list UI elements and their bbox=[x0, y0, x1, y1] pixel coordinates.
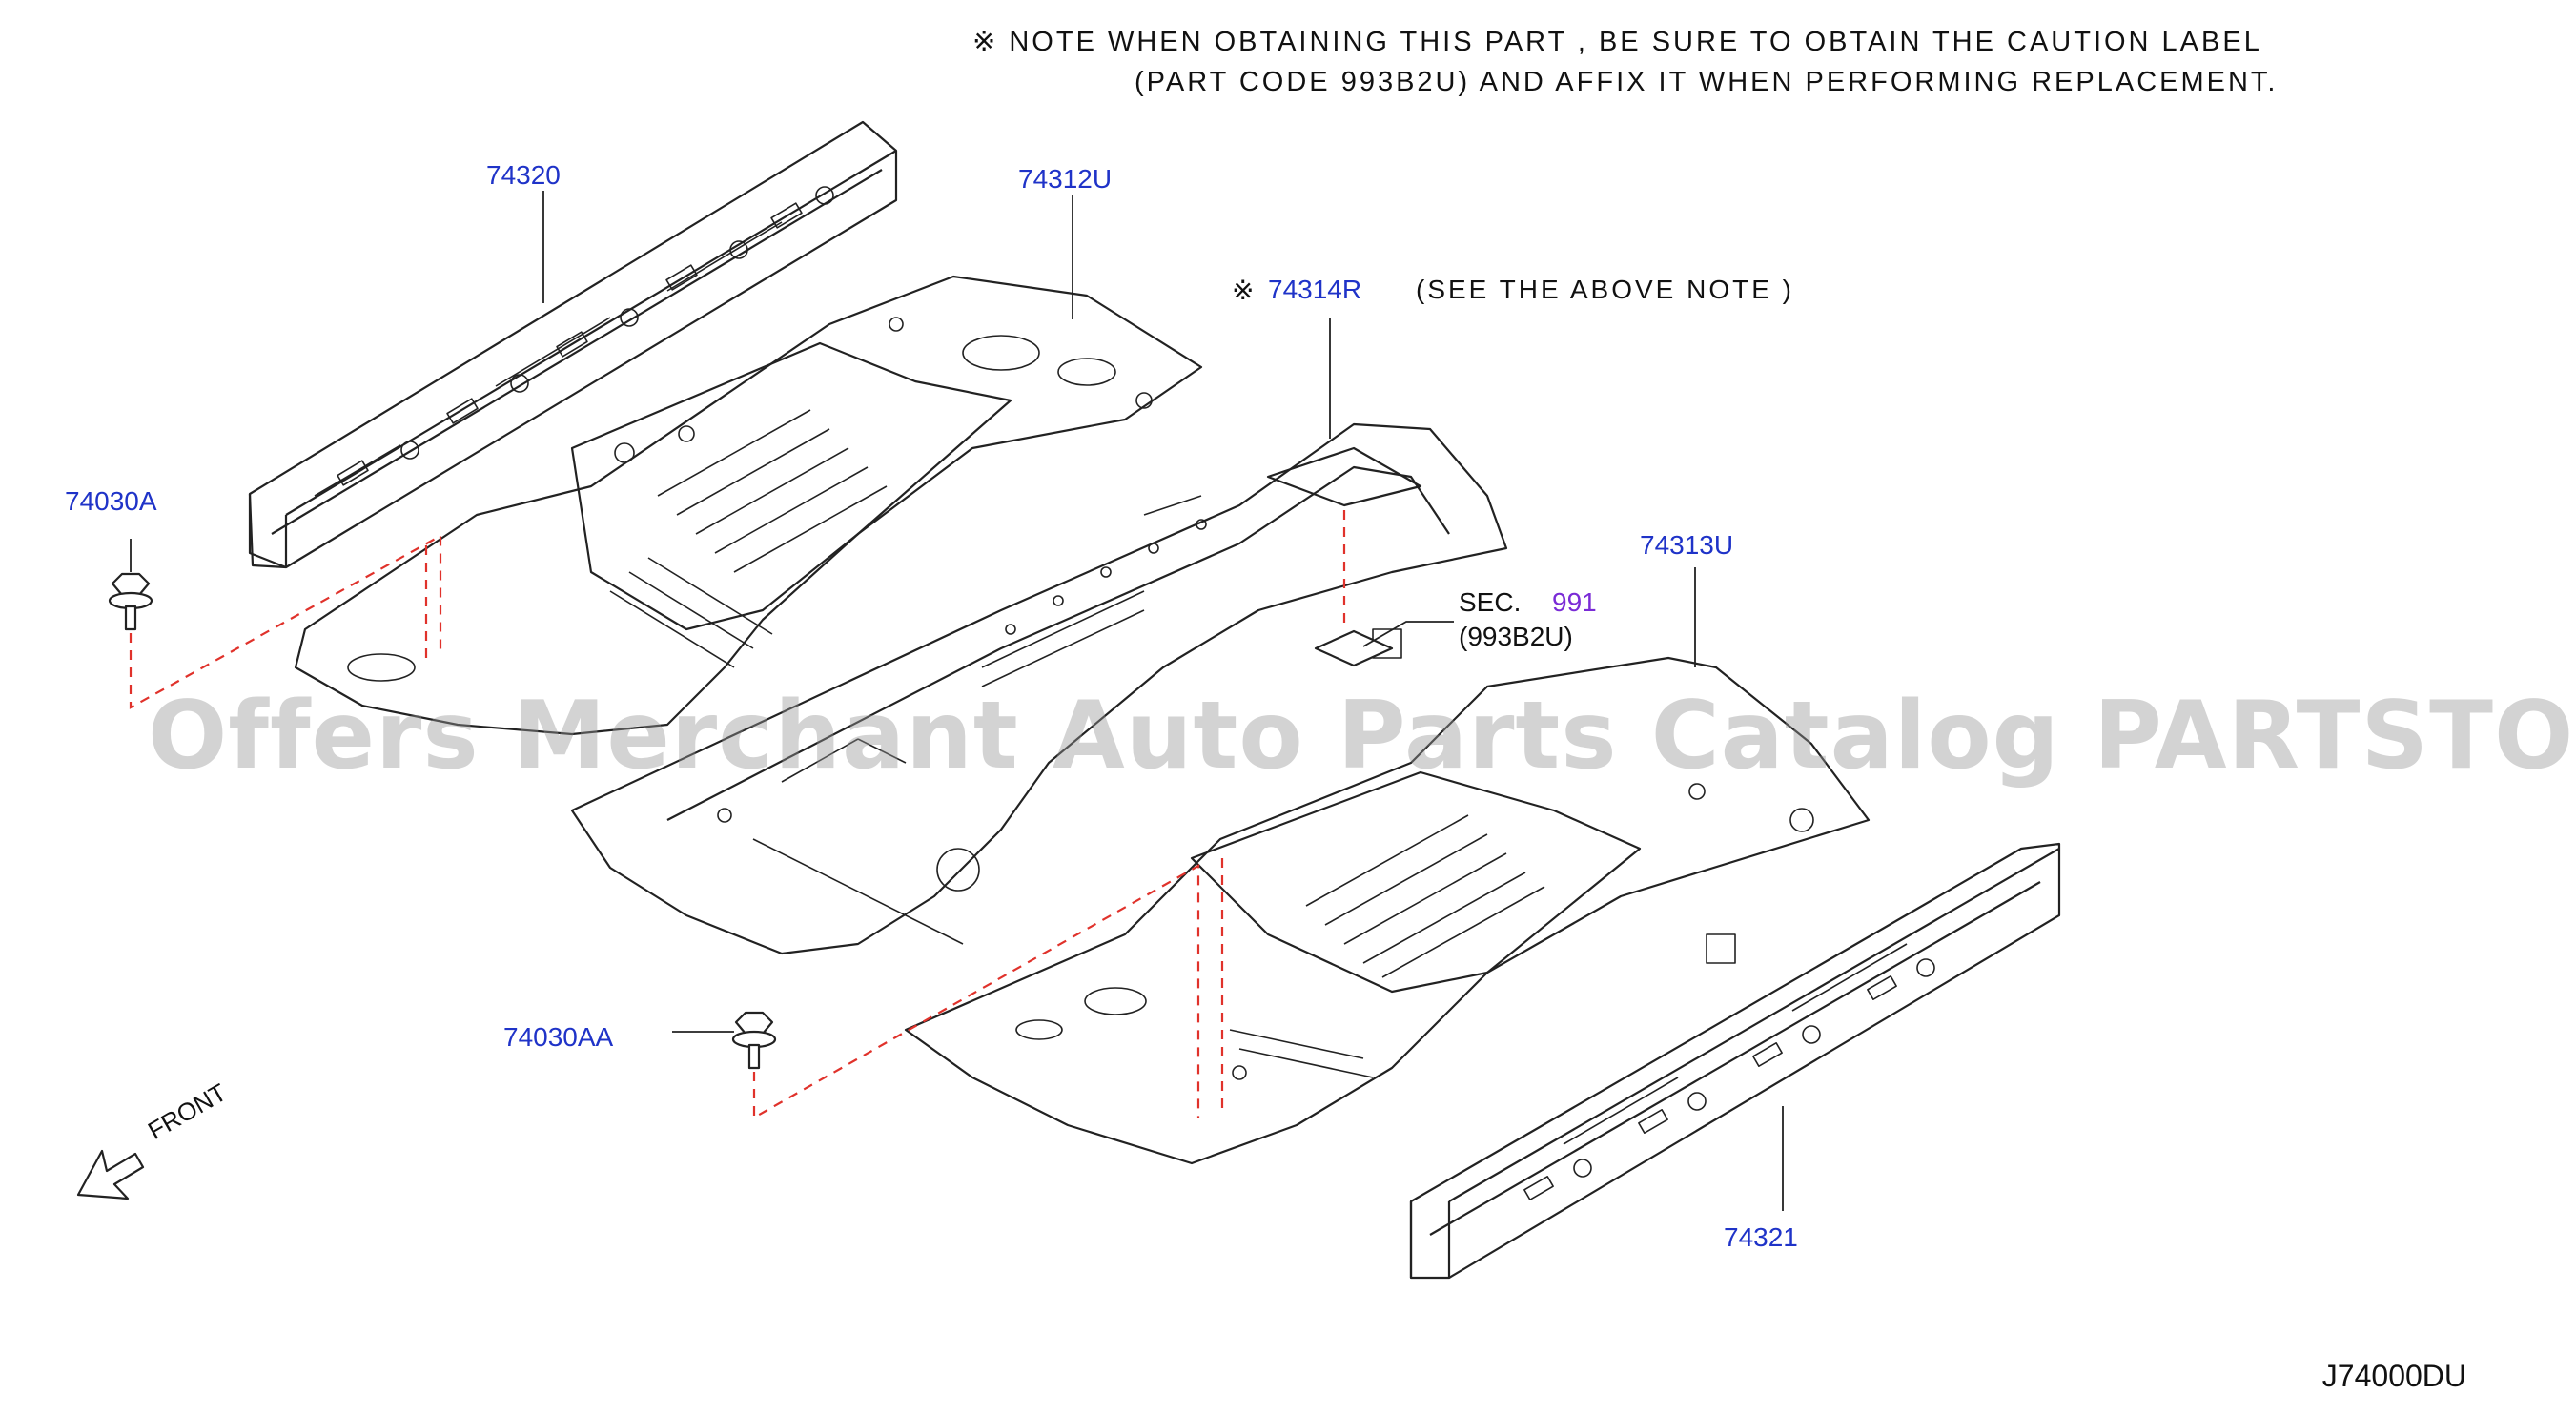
watermark: Offers Merchant Auto Parts Catalog PARTS… bbox=[148, 682, 2576, 790]
label-74313U[interactable]: 74313U bbox=[1640, 530, 1734, 560]
label-74312U[interactable]: 74312U bbox=[1018, 164, 1113, 194]
label-74314R-mark: ※ bbox=[1232, 276, 1255, 305]
label-74320[interactable]: 74320 bbox=[486, 160, 561, 190]
bolt-74030A[interactable] bbox=[108, 572, 153, 631]
label-74030AA[interactable]: 74030AA bbox=[503, 1022, 614, 1052]
front-arrow-icon bbox=[76, 1149, 145, 1200]
label-74030A[interactable]: 74030A bbox=[65, 486, 157, 516]
note-line-1: ※ NOTE WHEN OBTAINING THIS PART , BE SUR… bbox=[972, 27, 2262, 57]
caution-label-993B2U[interactable] bbox=[1314, 629, 1394, 667]
front-floor-left-74312U[interactable] bbox=[294, 275, 1203, 736]
note-line-2: (PART CODE 993B2U) AND AFFIX IT WHEN PER… bbox=[1135, 67, 2279, 97]
label-sec: SEC. bbox=[1459, 587, 1522, 617]
front-floor-right-74313U[interactable] bbox=[904, 656, 1871, 1165]
side-sill-left-74320[interactable] bbox=[248, 120, 898, 569]
diagram-code: J74000DU bbox=[2321, 1359, 2466, 1393]
bolt-74030AA[interactable] bbox=[731, 1011, 777, 1070]
side-sill-right-74321[interactable] bbox=[1409, 842, 2061, 1280]
label-sec-991[interactable]: 991 bbox=[1552, 587, 1597, 617]
label-74321[interactable]: 74321 bbox=[1724, 1222, 1798, 1252]
label-74314R-note: (SEE THE ABOVE NOTE ) bbox=[1416, 275, 1795, 304]
label-sec-code: (993B2U) bbox=[1459, 622, 1573, 651]
label-74314R[interactable]: 74314R bbox=[1268, 275, 1362, 304]
